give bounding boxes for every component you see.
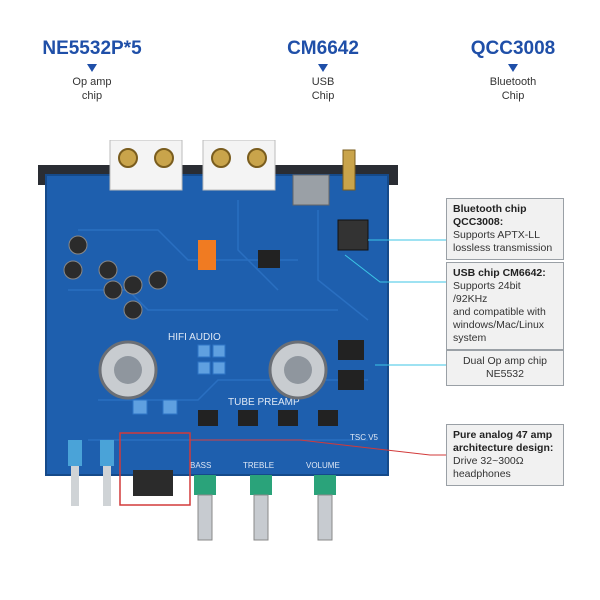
callout-amp: Pure analog 47 amp architecture design: … — [446, 424, 564, 486]
top-label-sub: Chip — [501, 90, 525, 102]
callout-body: windows/Mac/Linux — [453, 319, 545, 331]
knob-label-bass: BASS — [190, 461, 211, 470]
toggle-switches — [68, 440, 114, 506]
callout-body: Supports APTX-LL — [453, 229, 540, 241]
callout-title: USB chip CM6642: — [453, 267, 546, 279]
callout-opamp: Dual Op amp chip NE5532 — [446, 350, 564, 386]
top-label-qcc3008: QCC3008 Bluetooth Chip — [443, 38, 583, 103]
top-label-sub: Op amp — [72, 76, 112, 88]
orange-component — [198, 240, 216, 270]
pcb — [45, 174, 389, 476]
down-arrow-icon — [318, 64, 328, 72]
op-amp-chips — [198, 340, 364, 426]
top-label-sub: USB — [311, 76, 335, 88]
top-label-sub: Bluetooth — [489, 76, 537, 88]
usb-port — [292, 174, 330, 206]
callout-usb: USB chip CM6642: Supports 24bit /92KHz a… — [446, 262, 564, 350]
callout-title: Bluetooth chip — [453, 203, 527, 215]
antenna-connector — [342, 149, 356, 191]
vacuum-tubes — [98, 340, 328, 400]
callout-body: and compatible with — [453, 306, 546, 318]
usb-chip — [258, 250, 280, 268]
rca-jacks — [109, 140, 276, 191]
top-label-cm6642: CM6642 USB Chip — [253, 38, 393, 103]
silkscreen-tube: TUBE PREAMP — [228, 397, 300, 408]
trimmers — [132, 344, 226, 415]
bluetooth-chip — [337, 219, 369, 251]
top-label-sub: Chip — [311, 90, 335, 102]
callout-body: Dual Op amp chip — [462, 355, 548, 367]
callout-title: architecture design: — [453, 442, 554, 454]
knob-label-treble: TREBLE — [243, 461, 274, 470]
headphone-jack — [133, 470, 173, 496]
callout-body: Drive 32~300Ω — [453, 455, 524, 467]
highlight-box — [119, 432, 191, 506]
top-label-title: NE5532P*5 — [42, 38, 142, 59]
callout-body: NE5532 — [486, 368, 524, 380]
capacitors — [63, 235, 168, 320]
top-label-title: QCC3008 — [470, 38, 556, 59]
pcb-board: HIFI AUDIO TUBE PREAMP BASS — [38, 140, 398, 560]
callout-body: headphones — [453, 468, 511, 480]
top-label-sub: chip — [81, 90, 103, 102]
callout-body: lossless transmission — [453, 242, 553, 254]
down-arrow-icon — [508, 64, 518, 72]
callout-body: Supports 24bit /92KHz — [453, 280, 521, 305]
callout-title: Pure analog 47 amp — [453, 429, 553, 441]
callout-bluetooth: Bluetooth chip QCC3008: Supports APTX-LL… — [446, 198, 564, 260]
callout-body: system — [453, 332, 487, 344]
callout-title: QCC3008: — [453, 216, 504, 228]
top-label-title: CM6642 — [287, 38, 359, 59]
top-label-ne5532: NE5532P*5 Op amp chip — [22, 38, 162, 103]
brand-mark: TSC V5 — [350, 433, 379, 442]
down-arrow-icon — [87, 64, 97, 72]
silkscreen-hifi: HIFI AUDIO — [168, 332, 221, 343]
knob-label-volume: VOLUME — [306, 461, 340, 470]
potentiometers — [194, 475, 336, 541]
